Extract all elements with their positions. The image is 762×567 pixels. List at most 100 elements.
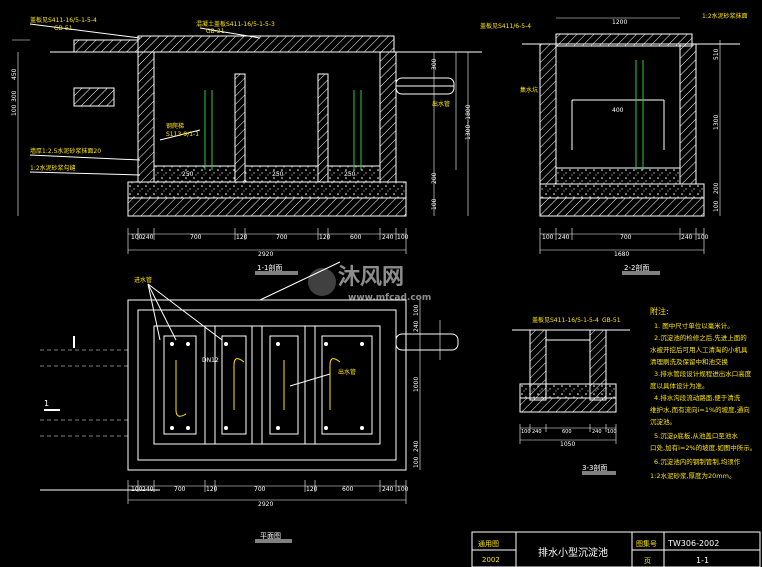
note-line-13: 1:2水泥砂浆,厚度为20mm。 [650, 471, 735, 480]
plan-right-dim-4: 240 [413, 440, 420, 452]
s22-total-dim: 1680 [614, 251, 629, 258]
s22-label-2: 集水坑 [520, 86, 538, 94]
plan-dim-3: 700 [174, 486, 186, 493]
notes-block: 附注: 1. 图中尺寸单位以毫米计。 2.沉淀池的检修之后,先进上面的 水被开挖… [650, 306, 756, 480]
plan-right-dim-3: 1000 [413, 377, 420, 392]
plan-dim-9: 100 [397, 486, 409, 493]
s11-left-dim-3: 100 [11, 104, 18, 116]
s11-dim-6: 120 [319, 234, 331, 241]
s22-dim-3: 700 [620, 234, 632, 241]
note-line-12: 6.沉淀池内的钢制管制,均须作 [654, 457, 741, 466]
s22-label-3: 盖板见S411/6-5-4 [480, 22, 531, 30]
title-label-1: 通用图 [478, 539, 499, 548]
plan-view: 进水管 出水管 DN12 1 100 240 1000 240 100 100 … [40, 261, 459, 543]
s11-right-dim-3: 200 [431, 172, 438, 184]
s22-dim-5: 100 [697, 234, 709, 241]
s11-left-dim-2: 300 [11, 90, 18, 102]
notes-heading: 附注: [650, 306, 669, 316]
s11-outlet-label: 出水管 [432, 100, 450, 108]
s11-right-dim-2: 1300~1800 [465, 104, 472, 140]
s22-top-dim: 1200 [612, 19, 627, 26]
page-number: 1-1 [696, 556, 709, 565]
s22-right-dim-4: 100 [713, 200, 720, 212]
note-line-9: 沉淀池。 [650, 417, 676, 426]
s11-dim-5: 700 [276, 234, 288, 241]
plan-right-dim-5: 100 [413, 456, 420, 468]
page-label: 页 [644, 557, 651, 565]
plan-dn-label: DN12 [202, 357, 219, 364]
code-label: 图集号 [636, 539, 657, 548]
s11-cover-note2: GB-21 [206, 28, 225, 35]
s33-cover-ref: 盖板见S411-16/5-1-5-4 [532, 316, 599, 324]
s11-cover-note: 混凝土盖板S411-16/5-1-5-3 [196, 20, 275, 28]
s11-dim-4: 120 [236, 234, 248, 241]
note-line-2: 2.沉淀池的检修之后,先进上面的 [654, 333, 747, 342]
note-line-7: 4.排水沟段流动路面,便于清洗 [654, 393, 741, 402]
s22-inner-dim: 400 [612, 107, 624, 114]
s11-cover-ref2: GB-51 [54, 25, 73, 32]
s22-dim-4: 240 [681, 234, 693, 241]
note-line-11: 口处,加有i=2%的坡度,如图中所示。 [650, 443, 756, 452]
plan-inlet-label: 进水管 [134, 276, 152, 284]
plan-dim-8: 240 [382, 486, 394, 493]
s11-fill-label-2: 250 [272, 171, 284, 178]
plan-right-dim-1: 100 [413, 304, 420, 316]
s11-title: 1-1剖面 [257, 263, 282, 272]
watermark-url: www.mfcad.com [348, 293, 431, 303]
plan-dim-4: 120 [206, 486, 218, 493]
s11-total-dim: 2920 [258, 251, 273, 258]
plan-right-dim-2: 240 [413, 320, 420, 332]
section-1-1: 盖板见S411-16/5-1-5-4 GB-51 混凝土盖板S411-16/5-… [11, 16, 482, 275]
s33-cover-ref2: GB-51 [602, 317, 621, 324]
title-label-2: 2002 [482, 556, 500, 564]
watermark-logo-icon [308, 268, 336, 296]
s11-dim-1: 100 [131, 234, 143, 241]
plan-dim-6: 120 [306, 486, 318, 493]
note-line-10: 5.沉淀p底板,从池盖口至池水 [654, 431, 738, 440]
s22-title: 2-2剖面 [624, 263, 649, 272]
note-line-3: 水被开挖后可用人工清淘的小机具 [650, 345, 748, 354]
plan-title: 平面图 [260, 532, 281, 540]
s11-dim-3: 700 [190, 234, 202, 241]
note-line-8: 维护水,而有流向i=1%的坡度,通向 [650, 405, 750, 414]
plan-dim-2: 240 [142, 486, 154, 493]
s33-title: 3-3剖面 [582, 463, 607, 472]
s11-dim-9: 100 [397, 234, 409, 241]
s33-dim-3: 600 [562, 429, 572, 435]
s11-left-dim-1: 450 [11, 68, 18, 80]
s22-right-dim-3: 200 [713, 182, 720, 194]
title-block: 通用图 2002 排水小型沉淀池 图集号 TW306-2002 页 1-1 [471, 531, 761, 567]
drawing-code: TW306-2002 [667, 539, 719, 548]
s22-right-dim-1: 510 [713, 48, 720, 60]
plan-section-mark: 1 [44, 399, 49, 408]
section-3-3: 盖板见S411-16/5-1-5-4 GB-51 100 240 600 240… [512, 316, 630, 475]
watermark-brand: 沐风网 [338, 265, 404, 290]
s11-wall-note2: 1:2水泥砂浆勾缝 [30, 164, 76, 172]
s11-ladder-label: 钢爬梯 [166, 122, 184, 130]
plan-dim-5: 700 [254, 486, 266, 493]
drawing-title: 排水小型沉淀池 [538, 546, 608, 559]
note-line-6: 度以具体设计为准。 [650, 381, 709, 390]
s22-dim-1: 100 [542, 234, 554, 241]
s11-dim-8: 240 [382, 234, 394, 241]
plan-dim-1: 100 [131, 486, 143, 493]
note-line-5: 3.排水管段设计规程进出水口高度 [654, 369, 752, 378]
s11-right-dim-1: 300 [431, 58, 438, 70]
s22-dim-2: 240 [558, 234, 570, 241]
s11-wall-note: 墙厚1:2.5水泥砂浆抹面20 [30, 147, 101, 155]
s33-total-dim: 1050 [560, 441, 575, 448]
s22-label-1: 1:2水泥砂浆抹面 [702, 12, 748, 20]
s11-dim-2: 240 [142, 234, 154, 241]
s11-fill-label-3: 250 [344, 171, 356, 178]
s11-ladder-ref: S113-9/1-1 [166, 131, 199, 138]
note-line-4: 清理刷洗及保留中和池交换 [650, 357, 729, 366]
note-line-1: 1. 图中尺寸单位以毫米计。 [654, 321, 734, 330]
s11-fill-label-1: 250 [182, 171, 194, 178]
plan-outlet-label: 出水管 [338, 368, 356, 376]
plan-total-dim: 2920 [258, 501, 273, 508]
plan-dim-7: 600 [342, 486, 354, 493]
section-2-2: 1200 1:2水泥砂浆抹面 集水坑 盖板见S411/6-5-4 400 510… [480, 12, 748, 275]
s33-dim-5: 100 [607, 429, 617, 435]
